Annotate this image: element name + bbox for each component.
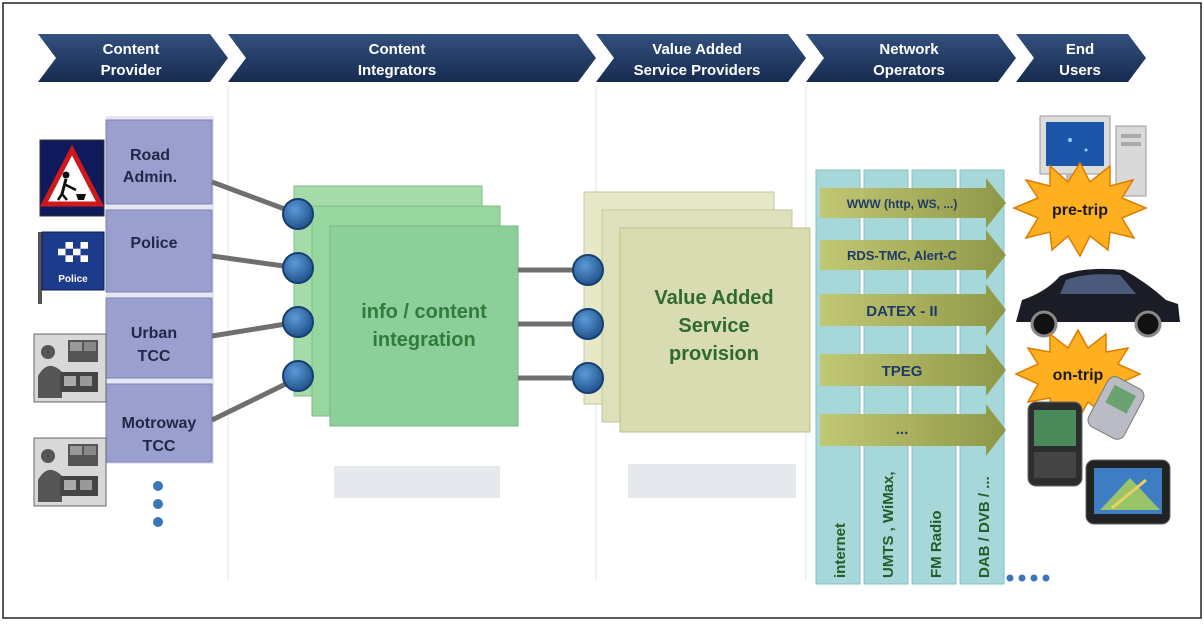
provider-box [105,209,213,293]
chevron-label-line1: Content [103,41,160,58]
protocol-arrow-datex: DATEX - II [820,284,1006,336]
roadworks-sign-icon [39,139,105,217]
network-label-fm-radio: FM Radio [928,511,945,579]
service-label-line2: Service [678,315,749,337]
network-label-internet: internet [832,523,849,578]
chevron-label-line1: End [1066,41,1094,58]
integration-box [329,225,519,427]
integration-label-line2: integration [372,329,475,351]
police-sign-label: Police [58,274,88,285]
service-box [619,227,811,433]
pre-trip-burst: pre-trip [1012,161,1148,258]
service-label-line1: Value Added [654,287,773,309]
integration-stack: info / content integration [293,185,519,427]
chevron-label-line1: Value Added [652,41,741,58]
chevron-label-line2: Provider [101,62,162,79]
chevron-content-integrators: Content Integrators [228,34,596,82]
police-sign-icon: Police [38,231,105,304]
navigation-device-icon [1085,459,1171,525]
traffic-control-center-icon [33,437,107,507]
pre-trip-label: pre-trip [1052,202,1108,219]
protocol-arrow-more: ... [820,404,1006,456]
provider-road-admin: Road Admin. [105,119,213,205]
chevron-label-line1: Network [879,41,939,58]
provider-label-line1: Urban [131,325,177,342]
provider-motorway-tcc: Motroway TCC [105,383,213,463]
integration-input-nodes [282,198,314,392]
chevron-network-operators: Network Operators [806,34,1016,82]
network-label-umts: UMTS , WiMax, [880,471,897,578]
provider-urban-tcc: Urban TCC [105,297,213,379]
protocol-arrows: WWW (http, WS, ...) RDS-TMC, Alert-C DAT… [820,178,1006,456]
chevron-label-line2: Service Providers [634,62,761,79]
network-label-dab-dvb: DAB / DVB / ... [976,476,993,578]
provider-label-line1: Motroway [122,415,197,432]
protocol-label: DATEX - II [866,303,937,320]
provider-label-line2: Admin. [123,169,177,186]
protocol-arrow-www: WWW (http, WS, ...) [820,178,1006,228]
chevron-label-line2: Integrators [358,62,436,79]
service-label-line3: provision [669,343,759,365]
service-reflection [628,464,796,498]
integration-reflection [334,466,500,498]
chevron-content-provider: Content Provider [38,34,228,82]
protocol-arrow-rds-tmc: RDS-TMC, Alert-C [820,230,1006,280]
chevron-label-line2: Users [1059,62,1101,79]
protocol-label: ... [896,421,909,438]
integration-label-line1: info / content [361,301,487,323]
provider-box [105,383,213,463]
protocol-label: RDS-TMC, Alert-C [847,248,958,263]
on-trip-label: on-trip [1053,367,1104,384]
provider-label-line1: Police [130,235,177,252]
protocol-label: TPEG [882,363,923,380]
service-input-nodes [572,254,604,394]
chevron-label-line1: Content [369,41,426,58]
provider-label-line2: TCC [138,348,171,365]
traffic-control-center-icon [33,333,107,403]
more-providers-dots [153,481,163,527]
service-stack: Value Added Service provision [583,191,811,433]
mobile-phone-icon [1027,376,1145,487]
provider-label-line1: Road [130,147,170,164]
protocol-arrow-tpeg: TPEG [820,344,1006,396]
chevron-value-added-service-providers: Value Added Service Providers [596,34,806,82]
car-icon [1016,268,1180,338]
provider-label-line2: TCC [143,438,176,455]
provider-box [105,119,213,205]
more-networks-dots [1006,574,1050,582]
protocol-label: WWW (http, WS, ...) [847,197,958,211]
chevron-label-line2: Operators [873,62,945,79]
provider-police: Police [105,209,213,293]
chevron-end-users: End Users [1016,34,1146,82]
